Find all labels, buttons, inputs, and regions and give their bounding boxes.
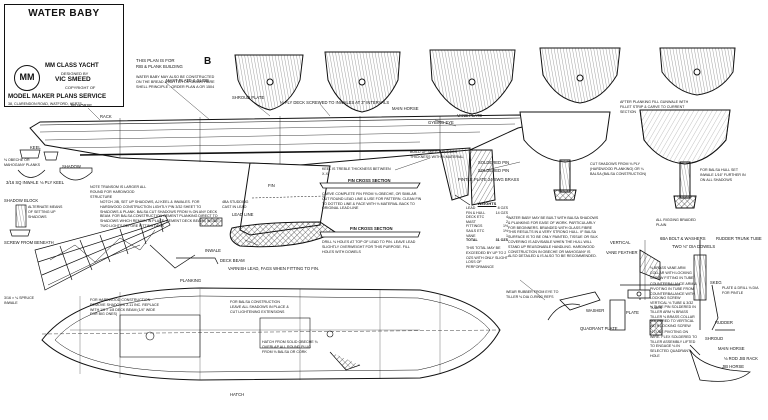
label-deck-screwed: ⅛ PLY DECK SCREWED TO INWALES AT 3" INTE…: [280, 100, 390, 105]
plan-line-2: RIB & PLANK BUILDING: [136, 64, 183, 69]
label-shadow: SHADOW: [62, 164, 81, 169]
label-for-balsa-hull: FOR BALSA HULL SET INWALE 1/16" FURTHER …: [700, 168, 746, 182]
yacht-class: MM CLASS YACHT: [45, 63, 99, 69]
label-rudder-tube: RUDDER TRUNK TUBE: [716, 236, 762, 241]
framing-sketch: [34, 214, 171, 291]
label-shroud: SHROUD: [705, 336, 724, 341]
label-rack: RACK: [100, 114, 112, 119]
label-gybing-eye: GYBING EYE: [428, 120, 454, 125]
designer-name: VIC SMEED: [55, 76, 91, 83]
label-all-rigging: ALL RIGGING BRAIDED PLAIN: [656, 218, 696, 227]
label-two-dowels: TWO ⅛" DIA DOWELS: [672, 244, 716, 249]
label-jib-horse-2: JIB HORSE: [722, 364, 745, 369]
label-vane-plate: VANE PLATE: [457, 113, 483, 118]
label-skeg: SKEG: [710, 280, 722, 285]
label-build-up-skeg: BUILD UP SKEG & RUDDER THICKNESS WITH ⅛ …: [410, 150, 464, 159]
plan-line-1: THIS PLAN IS FOR: [136, 58, 175, 63]
title-block: WATER BABY MM MM CLASS YACHT DESIGNED BY…: [4, 4, 124, 107]
label-shroud-plate: SHROUD PLATE: [232, 95, 265, 100]
label-hatch: HATCH: [230, 392, 245, 397]
label-fin-cross-section: FIN CROSS SECTION: [348, 178, 391, 183]
label-wear-rubber: WEAR RUBBER FROM EYE TO TILLER ⅛ DIA O-R…: [506, 290, 559, 299]
label-total-note: THIS TOTAL MAY BE EXCEEDED BY UP TO 2 OZ…: [466, 246, 508, 270]
label-rudder: RUDDER: [715, 320, 733, 325]
label-deck-beam: DECK BEAM: [220, 258, 245, 263]
hull-sections-with-fin: [519, 109, 731, 209]
publisher-logo: MM: [14, 65, 40, 91]
plan-info: WATER BABY MAY ALSO BE CONSTRUCTED ON TH…: [136, 75, 215, 89]
label-after-planking: AFTER PLANKING FILL GUNWALE WITH FILLET …: [620, 100, 689, 114]
label-alternate-means: ALTERNATE MEANS OF SETTING UP SHADOWS: [28, 205, 63, 219]
weights-heading: WEIGHTS: [477, 201, 497, 206]
shadow-details: [9, 149, 223, 269]
label-soldered-pin: SOLDERED PIN: [478, 168, 510, 173]
side-elevation: [29, 114, 542, 248]
publisher-address: 38, CLARENDON ROAD, WATFORD, HERTS.: [8, 102, 83, 106]
label-keel: KEEL: [30, 145, 41, 150]
label-inwale-bottom: 3/16 × ¼ SPRUCE INWALE: [4, 296, 35, 305]
label-fin-cross-section-2: FIN CROSS SECTION: [350, 226, 393, 231]
label-water-baby-balsa: WATER BABY MAY BE BUILT WITH BALSA SHADO…: [508, 216, 599, 259]
plan-view: [41, 287, 501, 381]
designed-by-label: DESIGNED BY: [61, 71, 89, 76]
label-counterbalance: COUNTERBALANCE ARM & PIVOTING IN TUBE FR…: [650, 282, 697, 310]
label-obeche-planks: ⅛ OBECHE OR MAHOGANY PLANKS: [4, 158, 41, 167]
label-inwale-left: 3/16 SQ INWALE: [6, 180, 39, 185]
plan-letter: B: [204, 56, 212, 67]
publisher-name: MODEL MAKER PLANS SERVICE: [8, 93, 107, 100]
label-jib-rack: ⅛ ROD JIB RACK: [724, 356, 758, 361]
label-stud: 4BA STUDDING CAST IN LEAD: [222, 200, 249, 209]
label-vertical: VERTICAL: [610, 240, 631, 245]
label-notch-jib: NOTCH JIB, SET UP SHADOWS, AJ KEEL & INW…: [100, 200, 219, 228]
label-fin: FIN: [268, 183, 275, 188]
label-inwale: INWALE: [205, 248, 221, 253]
label-main-horse: MAIN HORSE: [392, 106, 419, 111]
label-lead-line: LEAD LINE: [232, 212, 254, 217]
label-plate-drill: PLATE & DRILL ⅛ DIA FOR PINTLE: [722, 286, 759, 295]
hull-sections-top: [234, 47, 736, 115]
label-planking: PLANKING: [180, 278, 202, 283]
label-quadrant-plate: QUADRANT PLATE: [580, 326, 618, 331]
leader-lines: [87, 81, 546, 301]
label-varnish: VARNISH LEAD, FAGS WHEN FITTING TO FIN.: [228, 266, 320, 271]
label-drill-holes: DRILL ⅛ HOLES AT TOP OF LEAD TO PIN. LEA…: [322, 240, 416, 254]
label-main-horse-2: MAIN HORSE: [718, 346, 745, 351]
copyright-label: COPYRIGHT OF: [65, 85, 96, 90]
label-carve-fin: CARVE COMPLETE FIN FROM ¾ OBECHE, OR SIM…: [322, 192, 422, 211]
label-mast-plate: MAST PLATE & SLIDE: [166, 78, 209, 83]
label-ply-keel: ⅛ PLY KEEL: [40, 180, 65, 185]
label-jib-horse: JIB HORSE: [70, 103, 93, 108]
label-tiller-arm: ⅛ TUBE PIN SOLDERED IN TILLER ARM ⅛ BRAS…: [650, 305, 696, 329]
plan-type-box: THIS PLAN IS FOR RIB & PLANK BUILDING B …: [130, 48, 220, 110]
model-name: WATER BABY: [28, 8, 100, 19]
label-note-transom: NOTE TRANSOM IS LARGER ALL ROUND FOR HAR…: [90, 185, 147, 199]
label-bolt-washers: 6BA BOLT & WASHERS: [660, 236, 706, 241]
label-balsa-construction: FOR BALSA CONSTRUCTION LEAVE ALL SHADOWS…: [230, 300, 289, 314]
label-cut-shadows: CUT SHADOWS FROM ⅛ PLY (HARDWOOD PLANKIN…: [590, 162, 647, 176]
label-shadow-block: SHADOW BLOCK: [4, 198, 39, 203]
label-pintle-plate: PINTLE PLATE 24 SWG BRASS: [458, 177, 520, 182]
fin-sections: [319, 182, 421, 238]
label-screw-beneath: SCREW FROM BENEATH: [4, 240, 54, 245]
label-solid-pin: SOLDERED PIN: [478, 160, 510, 165]
label-brass-vane: ⅛ BRASS VANE ARM COLLAR WITH LOCKING SCR…: [650, 266, 694, 280]
label-hardwood-construction: FOR HARDWOOD CONSTRUCTION REMOVE SHADOWS…: [90, 298, 160, 317]
label-vane-feather: VANE FEATHER: [606, 250, 638, 255]
label-tube-pivoting: ⅛ TUBE PIVOTING ON WIRE. FLEX SOLDERED T…: [650, 330, 697, 358]
label-plate: PLATE: [626, 310, 639, 315]
label-hatch-solid: HATCH FROM SOLID OBECHE ¾ OVERLAP ALL RO…: [262, 340, 318, 354]
label-keel-thickness: KEEL IS TREBLE THICKNESS BETWEEN X-X: [322, 167, 391, 176]
label-washer: WASHER: [586, 308, 605, 313]
vane-gear: [547, 240, 751, 382]
